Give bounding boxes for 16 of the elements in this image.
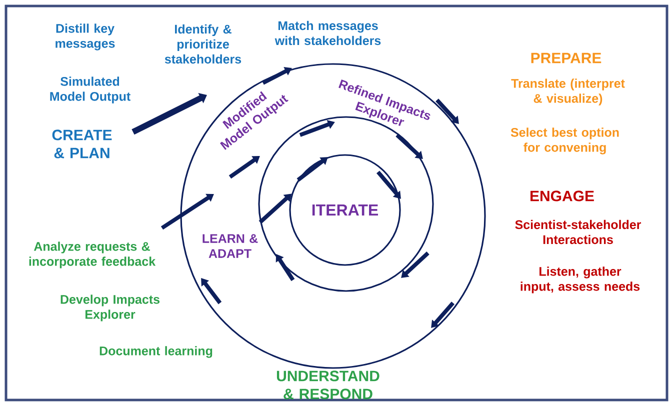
step-text: Translate (interpret & visualize) — [511, 78, 625, 106]
phase-heading: PREPARE — [531, 52, 602, 64]
phase-heading: LEARN & ADAPT — [202, 234, 258, 258]
step-text: Identify & prioritize stakeholders — [164, 24, 242, 64]
step-text: Listen, gather input, assess needs — [520, 266, 640, 294]
phase-heading: ENGAGE — [530, 190, 594, 202]
phase-heading: CREATE & PLAN — [52, 130, 112, 158]
phase-heading: UNDERSTAND & RESPOND — [276, 370, 380, 400]
step-text: Select best option for convening — [510, 128, 619, 154]
step-text: Scientist-stakeholder Interactions — [515, 220, 642, 244]
step-text: Match messages with stakeholders — [274, 20, 381, 46]
step-text: Analyze requests & incorporate feedback — [29, 242, 156, 268]
step-text: Document learning — [100, 346, 212, 358]
step-text: Simulated Model Output — [50, 76, 130, 104]
step-text: Develop Impacts Explorer — [60, 294, 160, 322]
step-text: Distill key messages — [56, 24, 115, 50]
